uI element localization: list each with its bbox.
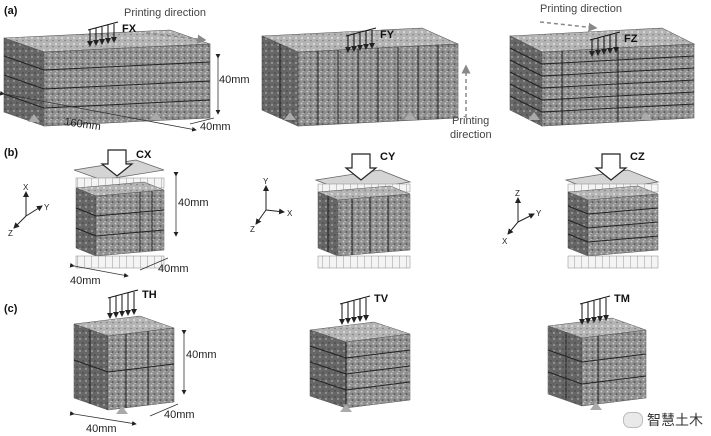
panel-label-b: (b)	[4, 147, 18, 159]
axes-triad-cz	[507, 197, 535, 235]
beam-height-label: 40mm	[219, 74, 250, 86]
cube-width-label-b: 40mm	[70, 275, 101, 287]
beam-width-label: 40mm	[200, 121, 231, 133]
cube-label-cx: CX	[136, 149, 152, 161]
axis-up-cz: Z	[515, 189, 520, 198]
cube-height-label-b: 40mm	[178, 197, 209, 209]
beam-length-label: 160mm	[64, 116, 102, 133]
cube-height-label-c: 40mm	[186, 349, 217, 361]
cube-label-cz: CZ	[630, 151, 645, 163]
beam-fz: FZ Printing direction	[508, 3, 696, 127]
cube-cy: CY	[314, 151, 412, 269]
cube-tm: TM	[547, 293, 647, 410]
axis-diag-cy: Z	[250, 225, 255, 234]
cube-tv: TV	[309, 293, 411, 412]
cube-th: TH 40mm 40mm 40mm	[69, 289, 217, 435]
axis-up-cy: Y	[263, 177, 269, 186]
axes-triad-cx	[13, 191, 43, 229]
axis-up-cx: X	[23, 183, 29, 192]
printing-direction-fy-line2: direction	[450, 129, 492, 141]
cube-cx: CX 40mm 40mm 40mm	[69, 149, 209, 287]
watermark: 智慧土木	[623, 410, 703, 430]
printing-direction-fz: Printing direction	[540, 3, 622, 15]
axis-diag-cz: X	[502, 237, 508, 246]
beam-fx: FX Printing direction 160mm 40mm 40mm	[0, 7, 250, 133]
beam-label-fz: FZ	[624, 33, 638, 45]
axis-right-cy: X	[287, 209, 293, 218]
cube-cz: CZ	[564, 151, 660, 269]
printing-direction-fy-line1: Printing	[452, 115, 489, 127]
cube-label-tv: TV	[374, 293, 389, 305]
beam-fy: FY Printing direction	[261, 27, 492, 141]
cube-label-cy: CY	[380, 151, 396, 163]
axes-triad-cy	[255, 185, 285, 225]
wechat-icon	[623, 412, 643, 428]
axis-right-cz: Y	[536, 209, 542, 218]
cube-width-label-c: 40mm	[86, 423, 117, 435]
watermark-text: 智慧土木	[647, 413, 703, 429]
cube-depth-label-b: 40mm	[158, 263, 189, 275]
cube-label-th: TH	[142, 289, 157, 301]
beam-label-fy: FY	[380, 29, 395, 41]
cube-label-tm: TM	[614, 293, 630, 305]
axis-right-cx: Y	[44, 203, 50, 212]
panel-label-c: (c)	[4, 303, 18, 315]
axis-diag-cx: Z	[8, 229, 13, 238]
beam-label-fx: FX	[122, 23, 137, 35]
printing-direction-fx: Printing direction	[124, 7, 206, 19]
panel-label-a: (a)	[4, 5, 18, 17]
cube-depth-label-c: 40mm	[164, 409, 195, 421]
